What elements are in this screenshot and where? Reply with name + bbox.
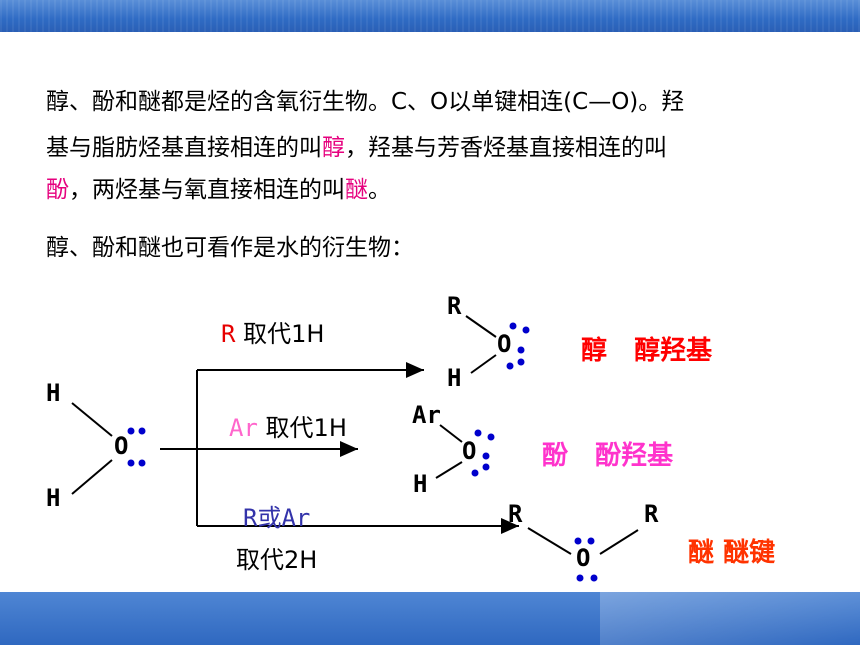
- ether-o: O: [576, 544, 591, 572]
- alcohol-o: O: [497, 330, 512, 358]
- top-banner: [0, 0, 860, 32]
- phenol-action: 取代1H: [265, 414, 347, 442]
- alcohol-action: 取代1H: [243, 320, 325, 348]
- phenol-result: 酚 酚羟基: [542, 435, 673, 472]
- phenol-h: H: [413, 470, 428, 498]
- alcohol-result-name: 醇: [581, 336, 608, 366]
- water-h-bottom: H: [46, 484, 61, 512]
- ether-group-or: 或: [257, 504, 282, 532]
- ether-group-a: R: [243, 504, 258, 532]
- ether-result: 醚 醚键: [688, 532, 775, 569]
- water-h-top: H: [46, 379, 61, 407]
- ether-result-name: 醚: [688, 538, 715, 568]
- phenol-ar: Ar: [412, 401, 441, 429]
- paragraph-line-1: 醇、酚和醚都是烃的含氧衍生物。C、O以单键相连(C—O)。羟: [46, 89, 685, 115]
- paragraph-text: ，两烃基与氧直接相连的叫: [69, 177, 345, 203]
- paragraph-text: 。: [368, 177, 391, 203]
- phenol-functional-group: 酚羟基: [595, 441, 674, 471]
- phenol-caption: Ar 取代1H: [229, 408, 347, 443]
- subtitle: 醇、酚和醚也可看作是水的衍生物：: [46, 235, 414, 261]
- alcohol-r: R: [447, 292, 462, 320]
- term-ether: 醚: [345, 177, 368, 203]
- ether-functional-group: 醚键: [723, 538, 776, 568]
- alcohol-h: H: [447, 364, 462, 392]
- term-alcohol: 醇: [322, 135, 345, 161]
- paragraph-line-2: 基与脂肪烃基直接相连的叫醇，羟基与芳香烃基直接相连的叫: [46, 130, 667, 166]
- ether-r2: R: [644, 500, 659, 528]
- paragraph-text: ，羟基与芳香烃基直接相连的叫: [345, 135, 667, 161]
- paragraph-text: 基与脂肪烃基直接相连的叫: [46, 135, 322, 161]
- ether-group-caption: R或Ar: [243, 498, 310, 533]
- paragraph-line-3: 酚，两烃基与氧直接相连的叫醚。: [46, 172, 391, 208]
- alcohol-result: 醇 醇羟基: [581, 330, 712, 367]
- ether-group-b: Ar: [281, 504, 311, 532]
- bottom-banner: [0, 592, 860, 645]
- bond-water-top: [71, 402, 113, 437]
- term-phenol: 酚: [46, 177, 69, 203]
- alcohol-caption: R 取代1H: [221, 314, 324, 349]
- bond-water-bottom: [71, 459, 113, 495]
- phenol-o: O: [462, 437, 477, 465]
- ether-r1: R: [508, 500, 523, 528]
- alcohol-functional-group: 醇羟基: [634, 336, 713, 366]
- water-o: O: [114, 432, 129, 460]
- phenol-group-label: Ar: [229, 414, 258, 442]
- ether-action: 取代2H: [236, 546, 318, 574]
- alcohol-group-label: R: [221, 320, 236, 348]
- phenol-result-name: 酚: [542, 441, 569, 471]
